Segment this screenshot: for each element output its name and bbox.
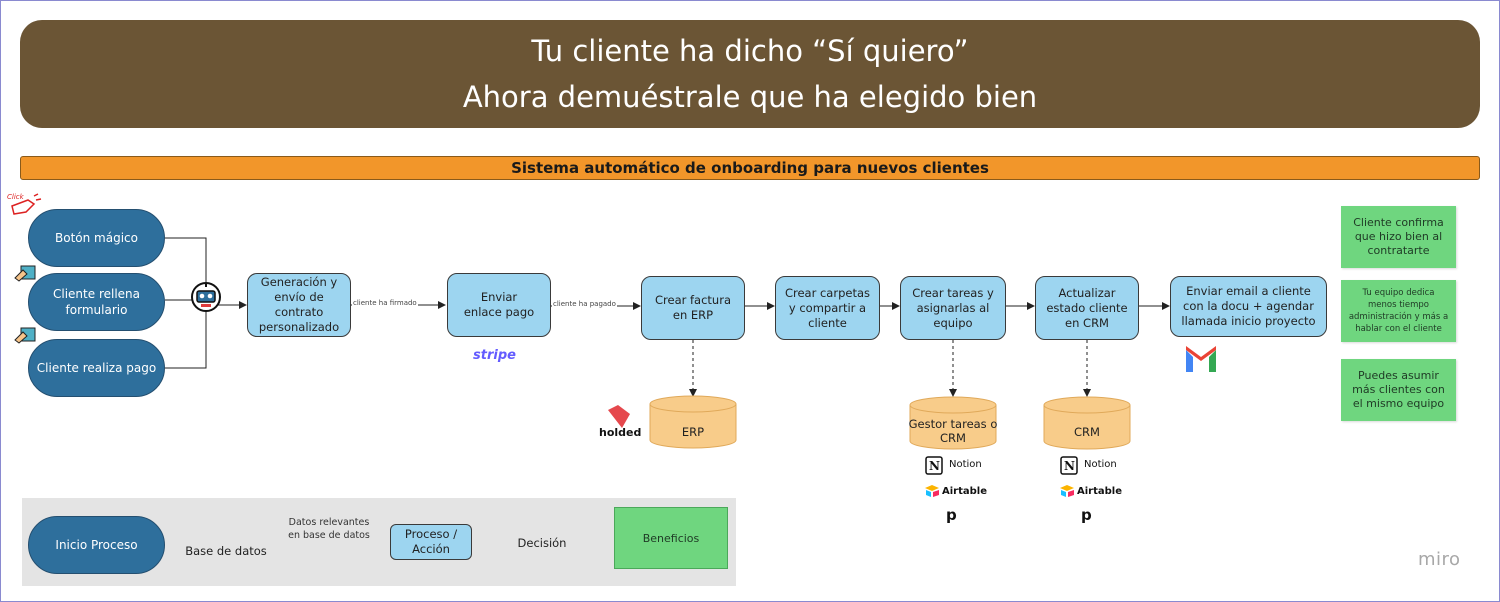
process-email: Enviar email a cliente con la docu + age… bbox=[1170, 276, 1327, 337]
process-crm-update: Actualizar estado cliente en CRM bbox=[1035, 276, 1139, 340]
legend-database-label: Base de datos bbox=[185, 544, 267, 558]
payment-writing-icon bbox=[14, 327, 36, 344]
legend-data-label: Datos relevantes en base de datos bbox=[288, 517, 370, 541]
benefit-more-clients: Puedes asumir más clientes con el mismo … bbox=[1341, 359, 1456, 421]
gmail-icon bbox=[1186, 346, 1216, 372]
svg-text:N: N bbox=[1064, 459, 1075, 473]
airtable-icon bbox=[925, 485, 1074, 497]
erp-database-cylinder bbox=[649, 395, 737, 449]
benefit-client-confirms: Cliente confirma que hizo bien al contra… bbox=[1341, 206, 1456, 268]
process-tasks: Crear tareas y asignarlas al equipo bbox=[900, 276, 1006, 340]
header-title-line1: Tu cliente ha dicho “Sí quiero” bbox=[531, 34, 969, 68]
notion-icon: N N bbox=[925, 456, 1078, 475]
miro-watermark: miro bbox=[1418, 549, 1461, 570]
legend-benefit: Beneficios bbox=[614, 507, 728, 569]
process-payment-link: Enviar enlace pago bbox=[447, 273, 551, 337]
pipedrive-logo-crm: p bbox=[1081, 506, 1092, 524]
benefit-team-time: Tu equipo dedica menos tiempo administra… bbox=[1341, 280, 1456, 342]
trigger-form-filled: Cliente rellena formulario bbox=[28, 273, 165, 331]
task-manager-database-cylinder bbox=[909, 396, 997, 450]
click-sticker-label: Click bbox=[7, 193, 24, 201]
process-folders: Crear carpetas y compartir a cliente bbox=[775, 276, 880, 340]
holded-logo-icon bbox=[608, 405, 630, 428]
legend-decision-label: Decisión bbox=[517, 536, 567, 550]
database-erp-label: ERP bbox=[681, 425, 705, 439]
process-contract: Generación y envío de contrato personali… bbox=[247, 273, 351, 337]
airtable-label-crm: Airtable bbox=[1077, 486, 1122, 497]
notion-label-crm: Notion bbox=[1084, 459, 1117, 470]
pipedrive-logo: p bbox=[946, 506, 957, 524]
subheader-bar: Sistema automático de onboarding para nu… bbox=[20, 156, 1480, 180]
form-writing-icon bbox=[14, 265, 36, 282]
robot-icon bbox=[191, 282, 221, 312]
database-crm-label: CRM bbox=[1074, 425, 1100, 439]
edge-label-paid: cliente ha pagado bbox=[552, 300, 617, 308]
header-banner: Tu cliente ha dicho “Sí quiero” Ahora de… bbox=[20, 20, 1480, 128]
trigger-payment-made: Cliente realiza pago bbox=[28, 339, 165, 397]
notion-label: Notion bbox=[949, 459, 982, 470]
svg-text:N: N bbox=[929, 459, 940, 473]
edge-label-signed: cliente ha firmado bbox=[352, 299, 418, 307]
process-invoice-erp: Crear factura en ERP bbox=[641, 276, 745, 340]
click-hand-icon bbox=[11, 193, 42, 215]
trigger-magic-button: Botón mágico bbox=[28, 209, 165, 267]
database-task-manager-label: Gestor tareas o CRM bbox=[908, 417, 998, 445]
legend-process: Proceso / Acción bbox=[390, 524, 472, 560]
holded-logo: holded bbox=[599, 426, 642, 439]
airtable-label: Airtable bbox=[942, 486, 987, 497]
header-title-line2: Ahora demuéstrale que ha elegido bien bbox=[462, 80, 1038, 114]
legend-start: Inicio Proceso bbox=[28, 516, 165, 574]
stripe-logo: stripe bbox=[473, 348, 516, 363]
crm-database-cylinder bbox=[1043, 396, 1131, 450]
